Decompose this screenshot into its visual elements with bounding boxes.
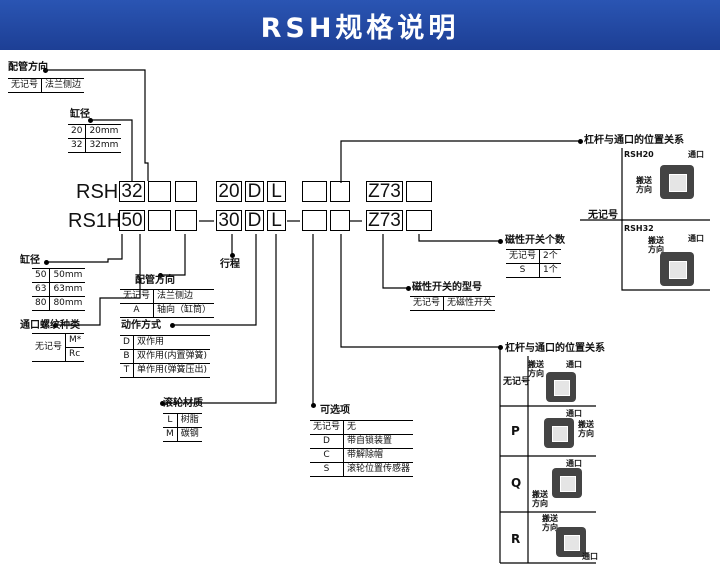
page-title: RSH规格说明 [260,13,460,44]
leader-dot [158,273,163,278]
leader-dot [406,286,411,291]
switch-count-code-box [406,181,432,202]
port-thread-label: 通口螺纹种类 [20,320,80,331]
switch-model-table: 无记号无磁性开关 [410,296,496,311]
lever-code-box [330,181,350,202]
port-label: 通口 [566,459,582,468]
piping-direction-table: 无记号法兰侧边 [8,78,85,93]
switch-type-code-box: Z73 [366,210,403,231]
piping-code-box [148,181,171,202]
port-label: 通口 [566,360,582,369]
transport-direction-label: 搬送方向 [578,420,594,438]
leader-dot [578,139,583,144]
lever-code-box [330,210,350,231]
model-name-rsh20: RSH20 [624,150,654,159]
lever-port-relation-label: 杠杆与通口的位置关系 [584,135,684,146]
lever-port-diagram-r [556,527,586,557]
stroke-label: 行程 [220,259,240,270]
roller-code-box: L [267,181,286,202]
transport-direction-label: 搬送方向 [532,490,548,508]
action-code-box: D [245,210,264,231]
leader-dot [498,345,503,350]
leader-dot [53,323,58,328]
leader-dot [88,118,93,123]
port-label: 通口 [688,234,704,243]
action-type-label: 动作方式 [121,320,161,331]
piping-direction-label: 配管方向 [135,275,175,286]
stroke-code-box: 20 [216,181,242,202]
rsh20-port-diagram [660,165,694,199]
bore-code-box: 50 [119,210,145,231]
lever-port-relation-label: 杠杆与通口的位置关系 [505,343,605,354]
model-prefix-rsh: RSH [76,181,119,203]
piping-code-box [148,210,171,231]
options-label: 可选项 [320,405,350,416]
lever-key-q: Q [511,476,522,490]
leader-dot [43,68,48,73]
transport-direction-label: 搬送方向 [542,514,558,532]
transport-direction-label: 搬送方向 [648,236,664,254]
model-prefix-rs1h: RS1H [68,210,122,232]
piping-direction-label: 配管方向 [8,62,48,73]
bore-label: 缸径 [20,255,40,266]
roller-material-label: 滚轮材质 [163,398,203,409]
lever-key-unmarked: 无记号 [588,210,618,221]
leader-dot [230,253,235,258]
stroke-code-box: 30 [216,210,242,231]
transport-direction-label: 搬送方向 [528,360,544,378]
port-label: 通口 [688,150,704,159]
rsh32-port-diagram [660,252,694,286]
switch-count-label: 磁性开关个数 [505,235,565,246]
switch-type-code-box: Z73 [366,181,403,202]
transport-direction-label: 搬送方向 [636,176,652,194]
leader-dot [44,260,49,265]
lever-key-p: P [511,424,520,438]
lever-port-diagram-q [552,468,582,498]
bore-label: 缸径 [70,109,90,120]
option-code-box [302,181,327,202]
model-name-rsh32: RSH32 [624,224,654,233]
roller-code-box: L [267,210,286,231]
title-banner: RSH规格说明 [0,0,720,50]
lever-key-r: R [511,532,521,546]
bore-code-box: 32 [119,181,145,202]
thread-code-box [175,181,197,202]
leader-dot [160,401,165,406]
lever-key-unmarked: 无记号 [503,377,531,387]
port-label: 通口 [582,552,598,561]
switch-count-code-box [406,210,432,231]
leader-dot [498,239,503,244]
port-label: 通口 [566,409,582,418]
option-code-box [302,210,327,231]
switch-model-label: 磁性开关的型号 [412,282,482,293]
action-code-box: D [245,181,264,202]
leader-dot [170,323,175,328]
thread-code-box [175,210,197,231]
leader-dot [311,403,316,408]
lever-port-diagram-p [544,418,574,448]
lever-port-diagram-unmarked [546,372,576,402]
